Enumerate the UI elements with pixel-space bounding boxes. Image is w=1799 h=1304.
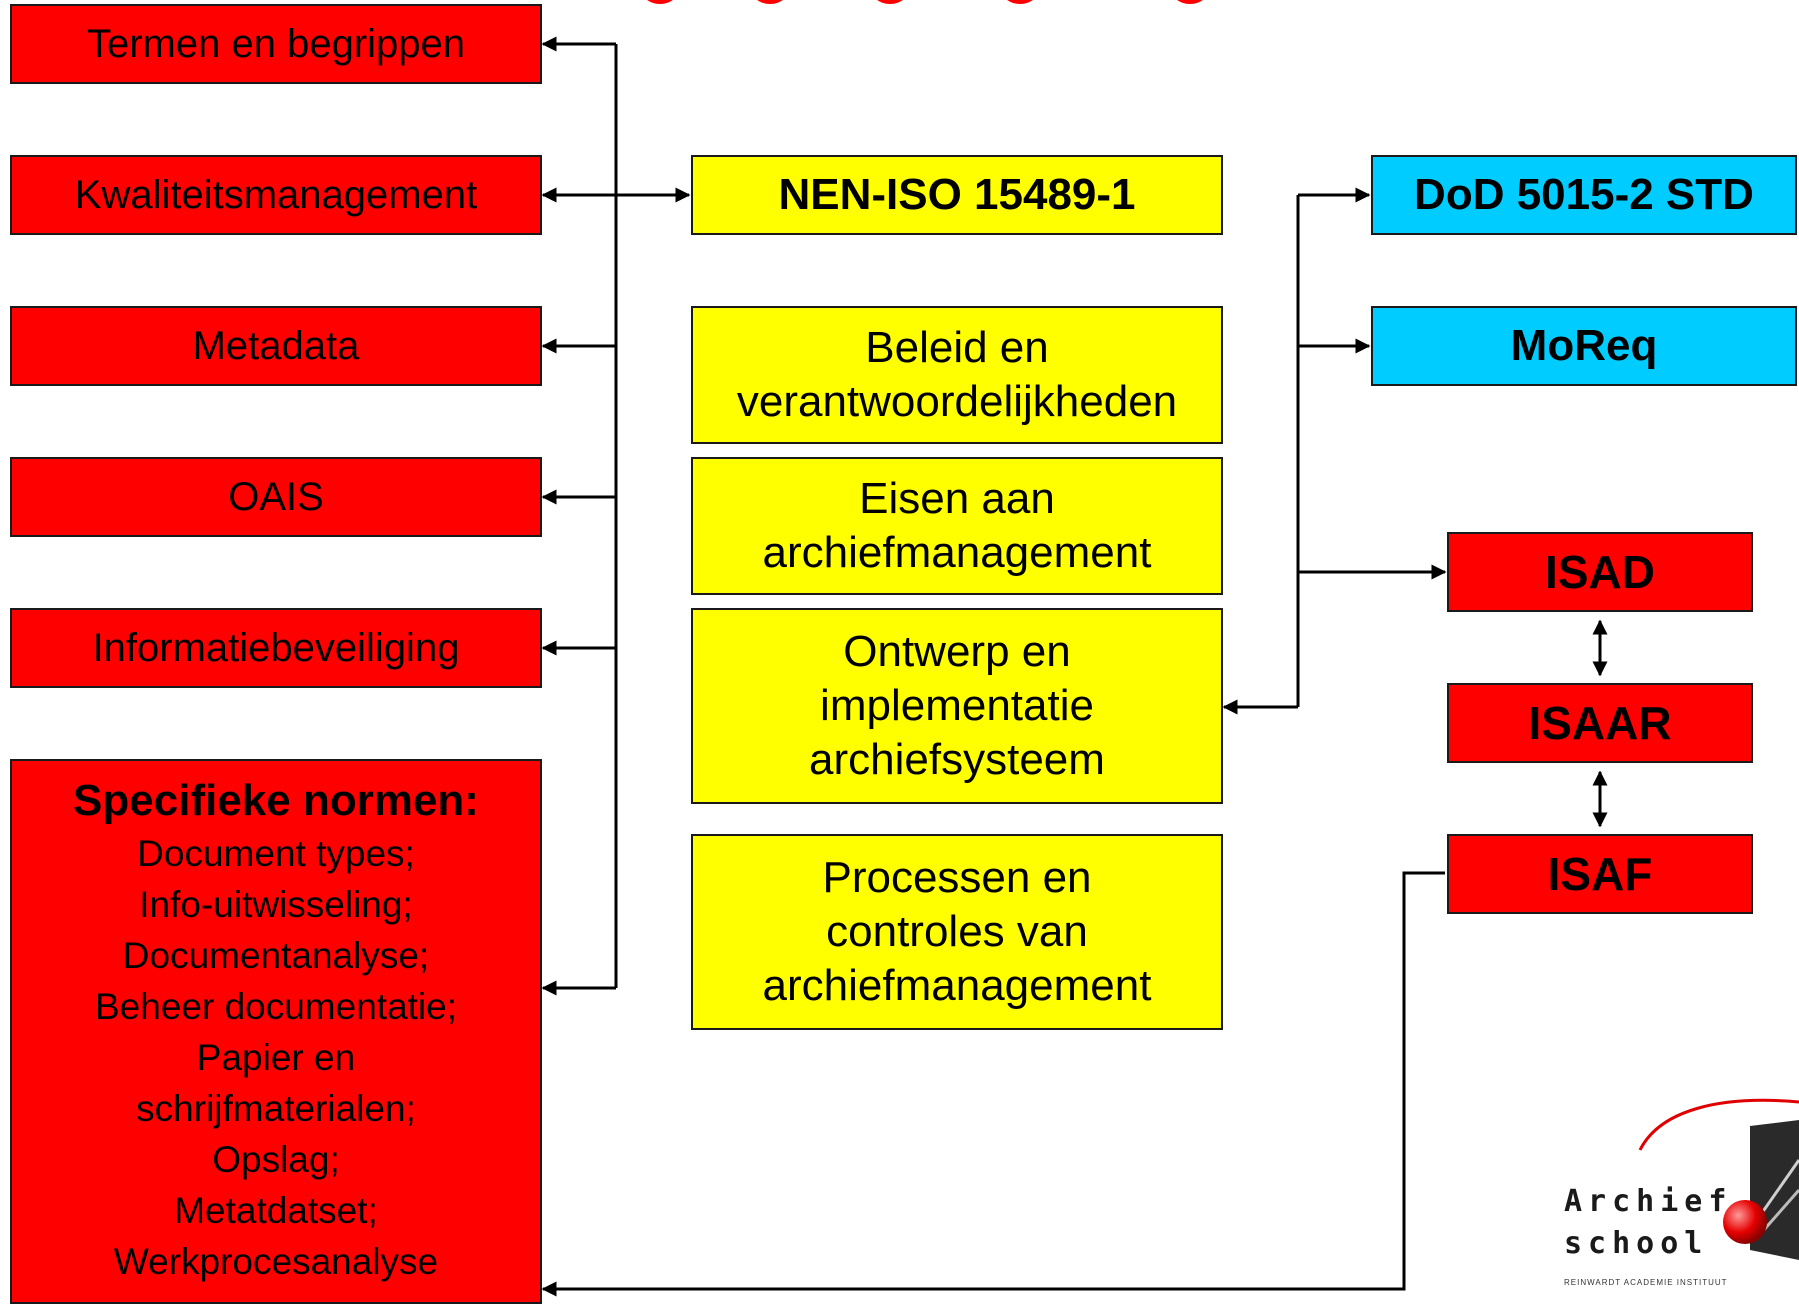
oais-box: OAIS [10,457,542,537]
metadata-box: Metadata [10,306,542,386]
specifiek-box: Specifieke normen: Document types; Info-… [10,759,542,1304]
specifiek-item: Metatdatset; [174,1190,378,1232]
isad-label: ISAD [1545,546,1655,598]
termen-box: Termen en begrippen [10,4,542,84]
specifiek-item: Documentanalyse; [122,934,430,976]
eisen-line: archiefmanagement [762,528,1152,577]
eisen-line: Eisen aan [859,474,1055,524]
kwaliteit-box: Kwaliteitsmanagement [10,155,542,235]
infobev-label: Informatiebeveiliging [92,625,460,670]
termen-label: Termen en begrippen [86,21,466,66]
specifiek-item: Document types; [137,832,415,874]
oais-label: OAIS [228,474,324,519]
beleid-line: verantwoordelijkheden [736,377,1178,426]
processen-line: archiefmanagement [762,960,1152,1010]
dod-label: DoD 5015-2 STD [1414,170,1754,219]
infobev-box: Informatiebeveiliging [10,608,542,688]
moreq-label: MoReq [1510,321,1658,370]
specifiek-item: Info-uitwisseling; [139,883,413,925]
logo-text-archief: Archief [1564,1184,1733,1219]
isaf-box: ISAF [1447,834,1753,914]
processen-box: Processen en controles van archiefmanage… [691,834,1223,1030]
beleid-line: Beleid en [865,323,1049,373]
logo-text-sub: REINWARDT ACADEMIE INSTITUUT [1564,1278,1728,1287]
logo-graphic [1638,1098,1799,1260]
logo-text-school: school [1564,1226,1709,1261]
processen-line: Processen en [822,853,1092,903]
kwaliteit-label: Kwaliteitsmanagement [74,172,478,217]
metadata-label: Metadata [192,323,360,368]
specifiek-item: Beheer documentatie; [94,985,457,1027]
specifiek-item: Papier en [196,1036,356,1078]
nen-box: NEN-ISO 15489-1 [691,155,1223,235]
ontwerp-line: implementatie [820,681,1094,731]
moreq-box: MoReq [1371,306,1797,386]
isad-box: ISAD [1447,532,1753,612]
specifiek-title: Specifieke normen: [73,776,479,825]
isaar-box: ISAAR [1447,683,1753,763]
arrow-isaf-specifiek [541,871,1445,1297]
eisen-box: Eisen aan archiefmanagement [691,457,1223,595]
ontwerp-line: archiefsysteem [809,734,1105,784]
archiefschool-logo: Archief school REINWARDT ACADEMIE INSTIT… [1550,1090,1799,1297]
isaar-label: ISAAR [1528,697,1672,749]
isaf-label: ISAF [1547,848,1653,900]
ontwerp-line: Ontwerp en [843,627,1071,677]
beleid-box: Beleid en verantwoordelijkheden [691,306,1223,444]
nen-label: NEN-ISO 15489-1 [778,170,1136,219]
ontwerp-box: Ontwerp en implementatie archiefsysteem [691,608,1223,804]
specifiek-item: Werkprocesanalyse [113,1241,439,1283]
specifiek-item: Opslag; [212,1139,340,1181]
processen-line: controles van [826,907,1088,957]
dod-box: DoD 5015-2 STD [1371,155,1797,235]
specifiek-item: schrijfmaterialen; [136,1088,416,1130]
